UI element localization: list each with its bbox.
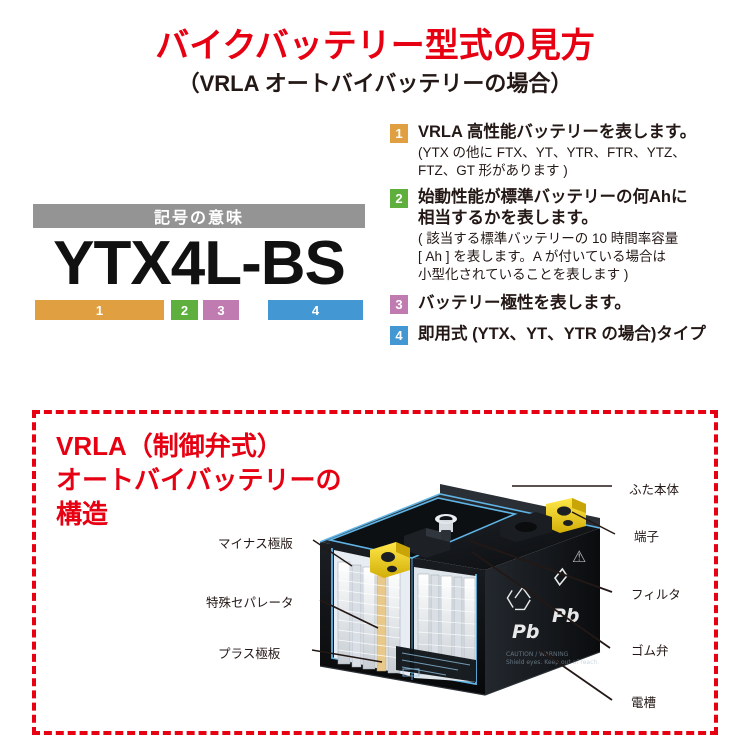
code-segment-bars: 1 2 3 4 [33, 300, 365, 320]
page-title: バイクバッテリー型式の見方 [155, 27, 595, 65]
explanation-main-1: VRLA 高性能バッテリーを表します。 [418, 123, 697, 141]
explanation-badge-4: 4 [390, 326, 408, 346]
code-panel-header: 記号の意味 [33, 204, 365, 228]
svg-text:Shield eyes. Keep out of reach: Shield eyes. Keep out of reach. [506, 659, 599, 666]
label-container: 電槽 [631, 696, 657, 710]
explanation-main-3: バッテリー極性を表します。 [418, 294, 631, 313]
label-terminal: 端子 [634, 530, 660, 544]
label-rubber-valve: ゴム弁 [631, 644, 669, 658]
structure-section-box [32, 410, 718, 735]
label-special-separator: 特殊セパレータ [206, 596, 294, 610]
code-segment-3: 3 [203, 300, 239, 320]
svg-text:Pb: Pb [552, 605, 580, 627]
explanation-sub-1: (YTX の他に FTX、YT、YTR、FTR、YTZ、 FTZ、GT 形があり… [418, 144, 686, 178]
label-lid-body: ふた本体 [629, 483, 680, 497]
svg-text:Pb: Pb [512, 621, 540, 643]
code-segment-1: 1 [35, 300, 164, 320]
explanation-item-1: 1 VRLA 高性能バッテリーを表します。 (YTX の他に FTX、YT、YT… [390, 122, 740, 179]
label-filter: フィルタ [631, 588, 681, 602]
explanation-main-2: 始動性能が標準バッテリーの何Ahに 相当するかを表します。 [418, 188, 688, 228]
code-panel-header-label: 記号の意味 [153, 210, 244, 227]
code-segment-4: 4 [268, 300, 363, 320]
explanation-item-3: 3 バッテリー極性を表します。 [390, 293, 740, 315]
code-segment-2: 2 [171, 300, 198, 320]
label-plus-plate: プラス極板 [218, 647, 281, 661]
explanation-list: 1 VRLA 高性能バッテリーを表します。 (YTX の他に FTX、YT、YT… [390, 122, 740, 353]
explanation-badge-3: 3 [390, 295, 408, 315]
explanation-sub-2: ( 該当する標準バッテリーの 10 時間率容量 [ Ah ] を表します。A が… [418, 230, 679, 282]
model-code-text: YTX4L-BS [53, 229, 346, 298]
label-minus-plate: マイナス極版 [218, 537, 293, 551]
structure-section-title: VRLA（制御弁式） オートバイバッテリーの 構造 [56, 431, 342, 529]
model-code-panel: 記号の意味 YTX4L-BS 1 2 3 4 [33, 204, 365, 320]
battery-illustration: Pb Pb ⚠ CAUTION / WARNING Shield eyes. K… [300, 470, 630, 720]
page-subtitle: （VRLA オートバイバッテリーの場合） [177, 71, 573, 96]
svg-text:⚠: ⚠ [572, 547, 586, 566]
explanation-main-4: 即用式 (YTX、YT、YTR の場合)タイプ [418, 325, 706, 344]
explanation-item-2: 2 始動性能が標準バッテリーの何Ahに 相当するかを表します。 ( 該当する標準… [390, 187, 740, 283]
explanation-badge-1: 1 [390, 124, 408, 143]
explanation-badge-2: 2 [390, 189, 408, 209]
svg-text:CAUTION / WARNING: CAUTION / WARNING [506, 651, 569, 658]
explanation-item-4: 4 即用式 (YTX、YT、YTR の場合)タイプ [390, 324, 740, 346]
